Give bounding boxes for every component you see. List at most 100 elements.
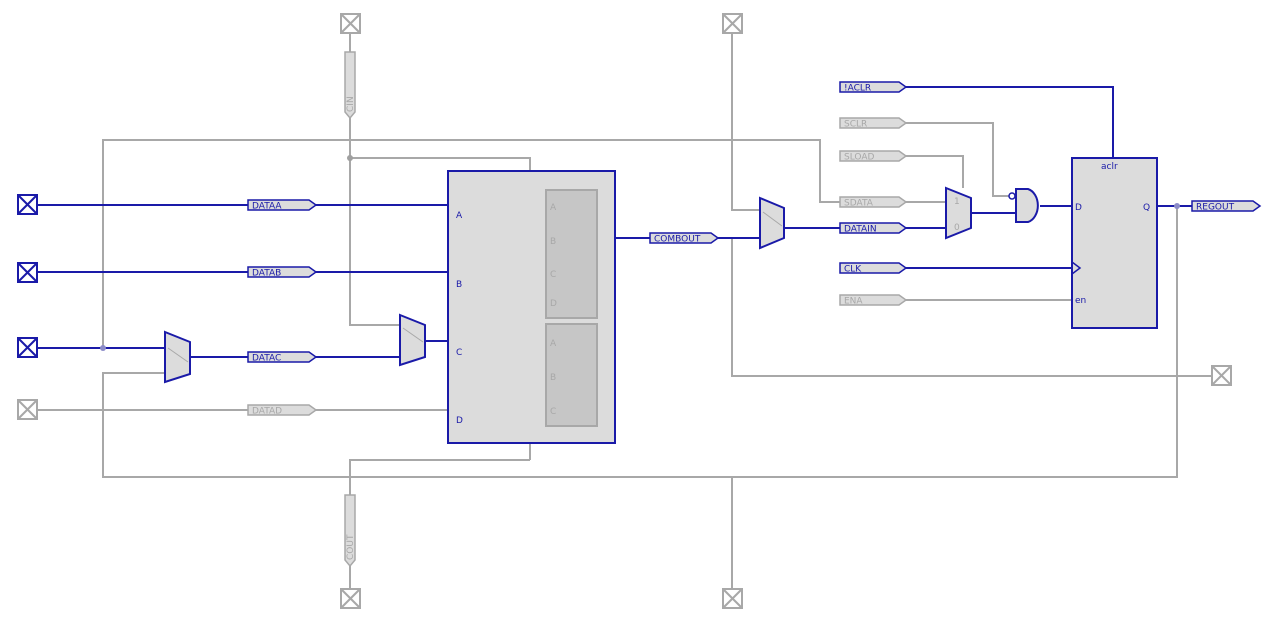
net-tag-shape — [247, 404, 318, 416]
net-tag-datad[interactable]: DATAD — [247, 404, 318, 417]
pin-cross — [17, 399, 38, 420]
and-gate-invert-bubble — [1008, 192, 1016, 200]
wire-cout — [349, 459, 530, 495]
net-tag-shape — [247, 266, 318, 278]
pin-cross — [17, 194, 38, 215]
pin-cross — [722, 13, 743, 34]
pin-top-mid[interactable] — [722, 13, 743, 34]
dff-body — [1071, 157, 1158, 329]
lut-block[interactable]: A B C D A B C D A B C — [447, 170, 616, 444]
sload-mux-body — [945, 186, 972, 240]
sload-mux-zero: 0 — [954, 223, 960, 233]
lut-port-b: B — [456, 280, 462, 290]
net-tag-shape — [1191, 200, 1262, 212]
dff-clock-triangle — [1071, 261, 1082, 275]
net-tag-shape — [649, 232, 720, 244]
dff-en-label: en — [1075, 296, 1086, 306]
junction-dot — [1174, 203, 1180, 209]
net-tag-cin[interactable]: CIN — [344, 51, 356, 120]
pin-cin[interactable] — [340, 13, 361, 34]
wire-combout-branch — [731, 238, 1212, 377]
dff-register[interactable]: aclr D Q en — [1071, 157, 1158, 329]
mux-inner-line — [402, 327, 424, 343]
net-tag-shape — [839, 117, 908, 129]
pin-right[interactable] — [1211, 365, 1232, 386]
wire-sload — [906, 155, 964, 188]
net-tag-clk[interactable]: CLK — [839, 262, 908, 275]
net-tag-ena[interactable]: ENA — [839, 294, 908, 307]
net-tag-shape — [247, 199, 318, 211]
net-tag-shape — [344, 51, 356, 120]
net-tag-sdata[interactable]: SDATA — [839, 196, 908, 209]
wire-sdata-loop — [102, 139, 842, 348]
pin-cross — [340, 13, 361, 34]
lut-lower — [545, 323, 598, 427]
pin-datad[interactable] — [17, 399, 38, 420]
net-tag-label: !ACLR — [844, 84, 871, 94]
sload-mux[interactable]: 1 0 — [945, 186, 972, 240]
lut-upper — [545, 189, 598, 319]
net-tag-shape — [839, 262, 908, 274]
net-tag-label: COUT — [346, 534, 356, 560]
lut-port-c: C — [456, 348, 462, 358]
mux-inner-line — [762, 211, 783, 227]
pin-cross — [17, 337, 38, 358]
and-gate-body — [1015, 188, 1039, 223]
net-tag-aclr[interactable]: !ACLR — [839, 81, 908, 94]
pin-cross — [1211, 365, 1232, 386]
sclr-and-gate[interactable] — [1008, 188, 1039, 223]
pin-cross — [722, 588, 743, 609]
net-tag-label: SDATA — [844, 199, 874, 209]
junction-dot — [347, 155, 353, 161]
mux-inner-line — [167, 347, 189, 363]
pin-datac[interactable] — [17, 337, 38, 358]
pin-dataa[interactable] — [17, 194, 38, 215]
net-tag-shape — [839, 196, 908, 208]
net-tag-shape — [839, 81, 908, 93]
net-tag-shape — [247, 351, 318, 363]
net-tag-dataa[interactable]: DATAA — [247, 199, 318, 212]
wire-sclr — [906, 122, 1016, 197]
dff-q-label: Q — [1143, 203, 1150, 213]
combout-mux[interactable] — [759, 196, 785, 250]
sload-mux-one: 1 — [954, 197, 960, 207]
wire-aclr — [906, 86, 1114, 158]
net-tag-datac[interactable]: DATAC — [247, 351, 318, 364]
net-tag-combout[interactable]: COMBOUT — [649, 232, 720, 245]
dff-aclr-label: aclr — [1101, 162, 1118, 172]
lut-upper-b: B — [550, 237, 556, 247]
net-tag-sload[interactable]: SLOAD — [839, 150, 908, 163]
net-tag-label: DATAB — [252, 269, 281, 279]
net-tag-label: COMBOUT — [654, 235, 701, 245]
lut-lower-a: A — [550, 339, 557, 349]
datac-mux[interactable] — [164, 330, 191, 384]
net-tag-label: DATAA — [252, 202, 282, 212]
net-tag-label: CLK — [844, 265, 862, 275]
pin-cross — [17, 262, 38, 283]
net-tag-label: CIN — [346, 96, 356, 112]
net-tag-label: SLOAD — [844, 153, 874, 163]
net-tag-datain[interactable]: DATAIN — [839, 222, 908, 235]
net-tag-regout[interactable]: REGOUT — [1191, 200, 1262, 213]
wire-bottom-loop — [102, 206, 1178, 478]
net-tag-shape — [344, 494, 356, 568]
net-tag-cout[interactable]: COUT — [344, 494, 356, 568]
net-tag-sclr[interactable]: SCLR — [839, 117, 908, 130]
lut-upper-a: A — [550, 203, 557, 213]
net-tag-label: SCLR — [844, 120, 867, 130]
pin-cross — [340, 588, 361, 609]
dff-d-label: D — [1075, 203, 1082, 213]
net-tag-label: DATAD — [252, 407, 282, 417]
net-tag-label: ENA — [844, 297, 863, 307]
junction-dot — [100, 345, 106, 351]
pin-bottom-mid[interactable] — [722, 588, 743, 609]
lut-c-mux[interactable] — [399, 313, 426, 367]
net-tag-label: DATAC — [252, 354, 281, 364]
wire-top-mid — [731, 34, 760, 211]
net-tag-shape — [839, 150, 908, 162]
net-tag-datab[interactable]: DATAB — [247, 266, 318, 279]
pin-datab[interactable] — [17, 262, 38, 283]
lut-upper-d: D — [550, 299, 557, 309]
pin-cout[interactable] — [340, 588, 361, 609]
